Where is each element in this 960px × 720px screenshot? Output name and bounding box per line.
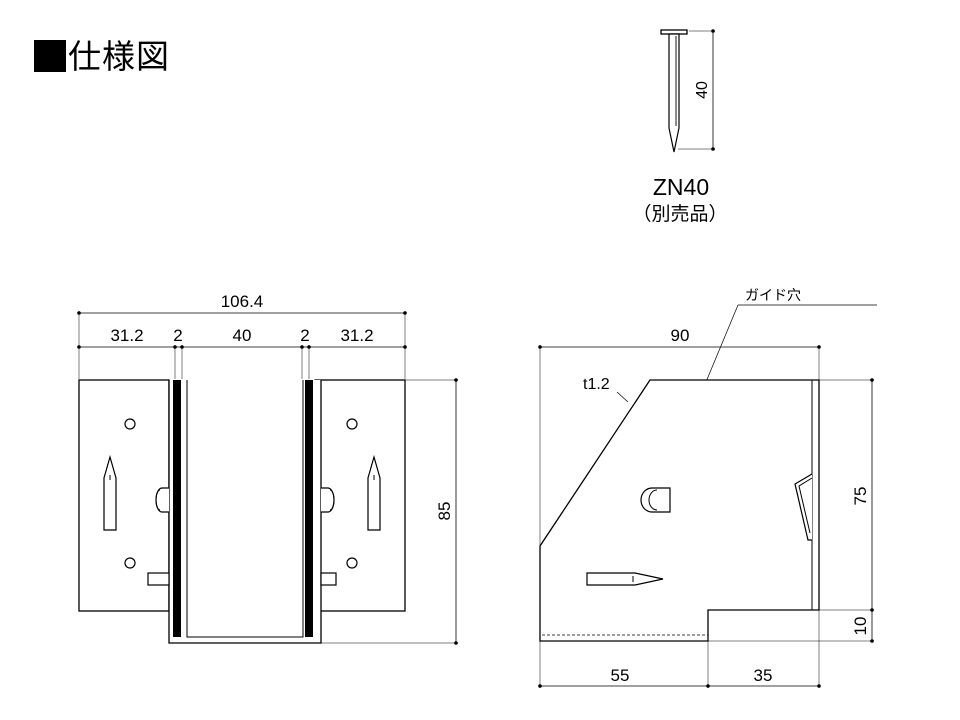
front-nail-tab [103,454,117,531]
nail-note-label: （別売品） [632,203,727,225]
nail-figure [660,29,715,153]
front-overall-width-label: 106.4 [221,292,264,311]
front-channel [168,380,322,644]
nail-length-label: 40 [694,81,711,99]
title-square-icon [34,40,66,72]
side-plate-profile [539,379,820,642]
side-bottom-left-label: 55 [611,666,630,685]
thickness-label: t1.2 [583,376,610,393]
front-segment-label: 31.2 [340,326,373,345]
front-segment-label: 2 [173,326,182,345]
guide-hole-label: ガイド穴 [745,287,801,303]
front-tab [147,572,170,586]
front-segment-label: 2 [300,326,309,345]
front-view [77,311,458,645]
side-height-lower-label: 10 [851,617,870,636]
side-bottom-right-label: 35 [754,666,773,685]
nail-shank [668,33,680,153]
guide-hole [640,487,671,513]
front-height-label: 85 [435,502,454,521]
front-tab [320,572,337,586]
nail-model-label: ZN40 [653,174,709,200]
front-hole [124,557,136,569]
front-segment-label: 40 [233,326,252,345]
side-top-width-label: 90 [671,326,690,345]
side-height-upper-label: 75 [851,487,870,506]
front-nail-tab [367,454,381,531]
page-title: 仕様図 [34,30,170,78]
front-left-wall [173,380,181,637]
front-hole [346,418,358,430]
title-text: 仕様図 [68,37,170,76]
front-hole [346,557,358,569]
side-view [538,304,877,688]
side-nail-tab [586,572,664,586]
front-segment-label: 31.2 [110,326,143,345]
front-channel-inner [186,380,304,638]
front-right-wall [305,380,313,637]
front-hole [124,418,136,430]
